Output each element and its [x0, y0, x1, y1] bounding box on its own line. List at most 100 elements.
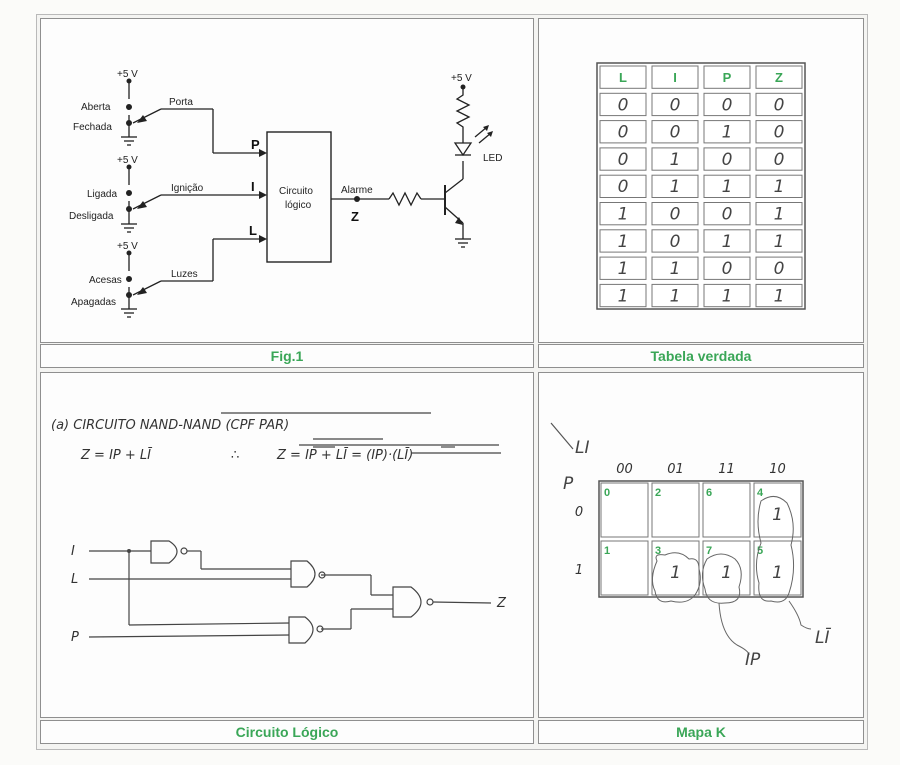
truth-table-value: 1	[774, 232, 785, 252]
block-label-line1: Circuito	[279, 186, 313, 197]
kmap-cell-index: 6	[706, 487, 712, 499]
input-l-label: L	[249, 223, 257, 238]
truth-table-value: 0	[722, 259, 733, 279]
truth-table-value: 0	[722, 205, 733, 225]
truth-table-value: 0	[670, 123, 681, 143]
truth-table-cell	[599, 92, 647, 117]
truth-table-value: 1	[670, 177, 681, 197]
truth-table-cell	[755, 120, 803, 144]
truth-table-cell	[755, 92, 803, 117]
equation-right: Z = IP + LĪ = (IP)·(LĪ)	[276, 448, 413, 463]
truth-table-value: 1	[774, 177, 785, 197]
switch-down-luzes: Apagadas	[71, 297, 116, 308]
kmap-cell-index: 1	[604, 545, 610, 557]
circuit-output-z: Z	[496, 596, 507, 611]
truth-table-cell	[599, 174, 647, 198]
truth-table-value: 0	[670, 95, 681, 115]
truth-table-value: 1	[774, 205, 785, 225]
truth-table-value: 1	[722, 232, 733, 252]
truth-table-value: 0	[774, 95, 785, 115]
supply-label-ignicao: +5 V	[117, 155, 138, 166]
therefore-symbol: ∴	[231, 448, 239, 463]
truth-table-header: P	[723, 70, 732, 85]
truth-table-value: 0	[618, 123, 629, 143]
kmap-col-label: 11	[718, 462, 735, 477]
truth-table-cell	[651, 256, 699, 280]
circuit-panel: (a) CIRCUITO NAND-NAND (CPF PAR) Z = IP …	[40, 372, 534, 718]
truth-table-value: 0	[722, 150, 733, 170]
truth-table-cell	[651, 174, 699, 198]
fig1-caption: Fig.1	[40, 344, 534, 368]
truth-table-value: 0	[722, 95, 733, 115]
input-i-label: I	[251, 179, 255, 194]
truth-table-cell	[703, 283, 751, 308]
truth-table-value: 1	[722, 177, 733, 197]
truth-table-value: 1	[722, 286, 733, 306]
kmap-cell-index: 7	[706, 545, 712, 557]
truth-table-cell	[703, 202, 751, 226]
kmap-cell	[600, 482, 649, 538]
kmap-caption: Mapa K	[538, 720, 864, 744]
kmap-row-var: P	[563, 474, 574, 494]
truth-table-cell	[755, 174, 803, 198]
truth-table-cell	[703, 147, 751, 171]
kmap-cell	[702, 482, 751, 538]
supply-label-luzes: +5 V	[117, 241, 138, 252]
kmap-cell-index: 2	[655, 487, 661, 499]
truth-table-value: 1	[670, 259, 681, 279]
truth-table-cell	[703, 120, 751, 144]
fig1-panel: +5 V Aberta Fechada Porta P +5 V Ligada …	[40, 18, 534, 343]
wire-label-ignicao: Ignição	[171, 183, 204, 194]
truth-table-cell	[703, 256, 751, 280]
circuit-input-l: L	[71, 572, 78, 587]
kmap-cell-value: 1	[670, 563, 681, 583]
truth-table-cell	[755, 283, 803, 308]
truth-table-cell	[651, 120, 699, 144]
input-p-label: P	[251, 137, 260, 152]
truth-table-cell	[755, 202, 803, 226]
switch-down-porta: Fechada	[73, 122, 112, 133]
truth-table-value: 0	[618, 150, 629, 170]
truth-table-cell	[599, 147, 647, 171]
group-ip-outline-b	[701, 553, 742, 604]
truth-table-cell	[651, 229, 699, 253]
led-label: LED	[483, 153, 502, 164]
circuit-input-i: I	[71, 544, 75, 559]
kmap-col-var: LI	[575, 438, 590, 458]
truth-table-cell	[651, 283, 699, 308]
truth-table-caption: Tabela verdada	[538, 344, 864, 368]
kmap-col-label: 00	[616, 462, 633, 477]
kmap-row-label: 0	[575, 505, 583, 520]
truth-table-cell	[703, 92, 751, 117]
kmap-cell-index: 3	[655, 545, 661, 557]
truth-table-cell	[599, 256, 647, 280]
truth-table-cell	[755, 65, 803, 89]
fig1-schematic: +5 V Aberta Fechada Porta P +5 V Ligada …	[69, 69, 502, 318]
equation-left: Z = IP + LĪ	[80, 448, 153, 463]
truth-table-cell	[703, 65, 751, 89]
kmap-row-label: 1	[575, 563, 583, 578]
truth-table-cell	[703, 174, 751, 198]
truth-table-value: 1	[618, 232, 629, 252]
kmap-col-label: 01	[667, 462, 684, 477]
truth-table-value: 0	[774, 123, 785, 143]
switch-down-ignicao: Desligada	[69, 211, 114, 222]
kmap-cell-index: 4	[757, 487, 764, 499]
truth-table-cell	[651, 92, 699, 117]
truth-table-value: 0	[618, 177, 629, 197]
truth-table-value: 0	[670, 205, 681, 225]
nand-circuit: (a) CIRCUITO NAND-NAND (CPF PAR) Z = IP …	[51, 412, 507, 645]
truth-table-cell	[755, 256, 803, 280]
kmap-cell-index: 0	[604, 487, 610, 499]
kmap-cell	[651, 482, 700, 538]
truth-table-cell	[651, 147, 699, 171]
output-symbol: Z	[351, 209, 359, 224]
circuit-input-p: P	[71, 630, 79, 645]
truth-table-header: L	[619, 70, 627, 85]
truth-table-value: 1	[618, 259, 629, 279]
kmap-cell-value: 1	[772, 505, 783, 525]
